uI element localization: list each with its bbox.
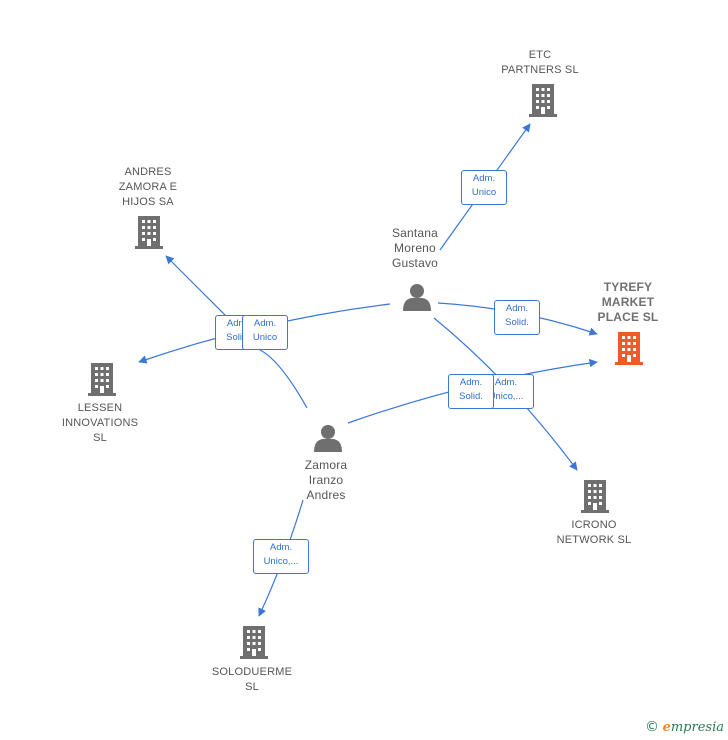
building-icon[interactable] (581, 480, 609, 513)
edge-zamora-andres (259, 349, 308, 409)
edge-label-santana-lessen[interactable]: Adm. Unico (242, 315, 288, 350)
edge-label-santana-etc[interactable]: Adm. Unico (461, 170, 507, 205)
company-label-tyrefy[interactable]: TYREFY MARKET PLACE SL (597, 280, 659, 324)
edge-label-zamora-soloduerme[interactable]: Adm. Unico,... (253, 539, 309, 574)
building-icon[interactable] (135, 216, 163, 249)
brand-logo-initial: e (662, 720, 671, 735)
person-icon[interactable] (403, 284, 431, 311)
copyright-icon: © (644, 719, 659, 735)
company-label-lessen[interactable]: LESSEN INNOVATIONS SL (61, 402, 139, 444)
brand-footer: © empresia (645, 719, 724, 735)
person-icon[interactable] (314, 425, 342, 452)
building-icon[interactable] (529, 84, 557, 117)
person-label-santana[interactable]: Santana Moreno Gustavo (391, 226, 439, 270)
brand-logo-text: mpresia (670, 720, 724, 735)
person-label-zamora[interactable]: Zamora Iranzo Andres (304, 458, 348, 502)
edge-label-santana-tyrefy[interactable]: Adm. Solid. (494, 300, 540, 335)
building-icon[interactable] (88, 363, 116, 396)
company-label-etc[interactable]: ETC PARTNERS SL (501, 49, 579, 76)
company-label-andres[interactable]: ANDRES ZAMORA E HIJOS SA (118, 166, 178, 208)
company-label-icrono[interactable]: ICRONO NETWORK SL (556, 519, 632, 546)
building-icon[interactable] (240, 626, 268, 659)
company-label-soloduerme[interactable]: SOLODUERME SL (211, 666, 293, 693)
building-icon-focus[interactable] (615, 332, 643, 365)
edge-label-zamora-tyrefy[interactable]: Adm. Solid. (448, 374, 494, 409)
